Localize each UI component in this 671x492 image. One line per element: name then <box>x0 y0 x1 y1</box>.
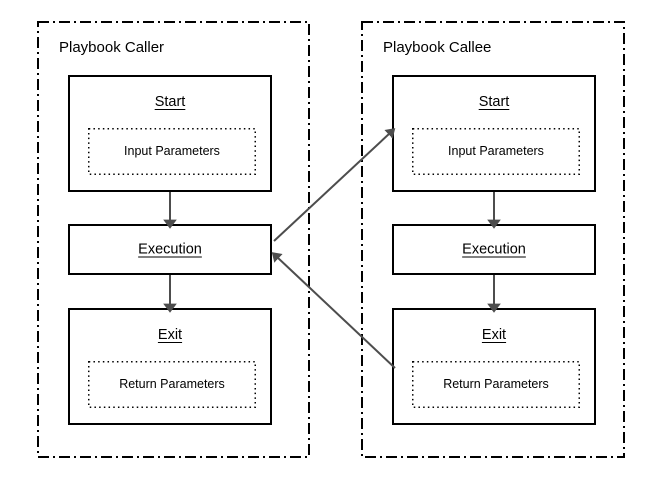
param-label-callee-input: Input Parameters <box>448 144 544 158</box>
param-box-caller-return: Return Parameters <box>88 361 256 408</box>
param-box-callee-input: Input Parameters <box>412 128 580 175</box>
node-callee-exit-title: Exit <box>481 327 507 343</box>
panel-callee-title: Playbook Callee <box>383 39 492 56</box>
node-callee-execution[interactable]: Execution <box>392 224 596 275</box>
node-callee-execution-title: Execution <box>462 241 526 257</box>
node-caller-execution[interactable]: Execution <box>68 224 272 275</box>
param-box-callee-return: Return Parameters <box>412 361 580 408</box>
node-caller-execution-title: Execution <box>138 241 202 257</box>
node-callee-start-title: Start <box>478 94 510 110</box>
node-caller-exit-title: Exit <box>157 327 183 343</box>
panel-playbook-callee: Playbook Callee Start Input Parameters E… <box>361 21 625 458</box>
node-callee-start[interactable]: Start Input Parameters <box>392 75 596 192</box>
param-label-caller-input: Input Parameters <box>124 144 220 158</box>
param-box-caller-input: Input Parameters <box>88 128 256 175</box>
param-label-caller-return: Return Parameters <box>119 377 225 391</box>
param-label-callee-return: Return Parameters <box>443 377 549 391</box>
node-caller-exit[interactable]: Exit Return Parameters <box>68 308 272 425</box>
node-caller-start[interactable]: Start Input Parameters <box>68 75 272 192</box>
node-callee-exit[interactable]: Exit Return Parameters <box>392 308 596 425</box>
node-caller-start-title: Start <box>154 94 186 110</box>
panel-caller-title: Playbook Caller <box>59 39 165 56</box>
panel-playbook-caller: Playbook Caller Start Input Parameters E… <box>37 21 310 458</box>
